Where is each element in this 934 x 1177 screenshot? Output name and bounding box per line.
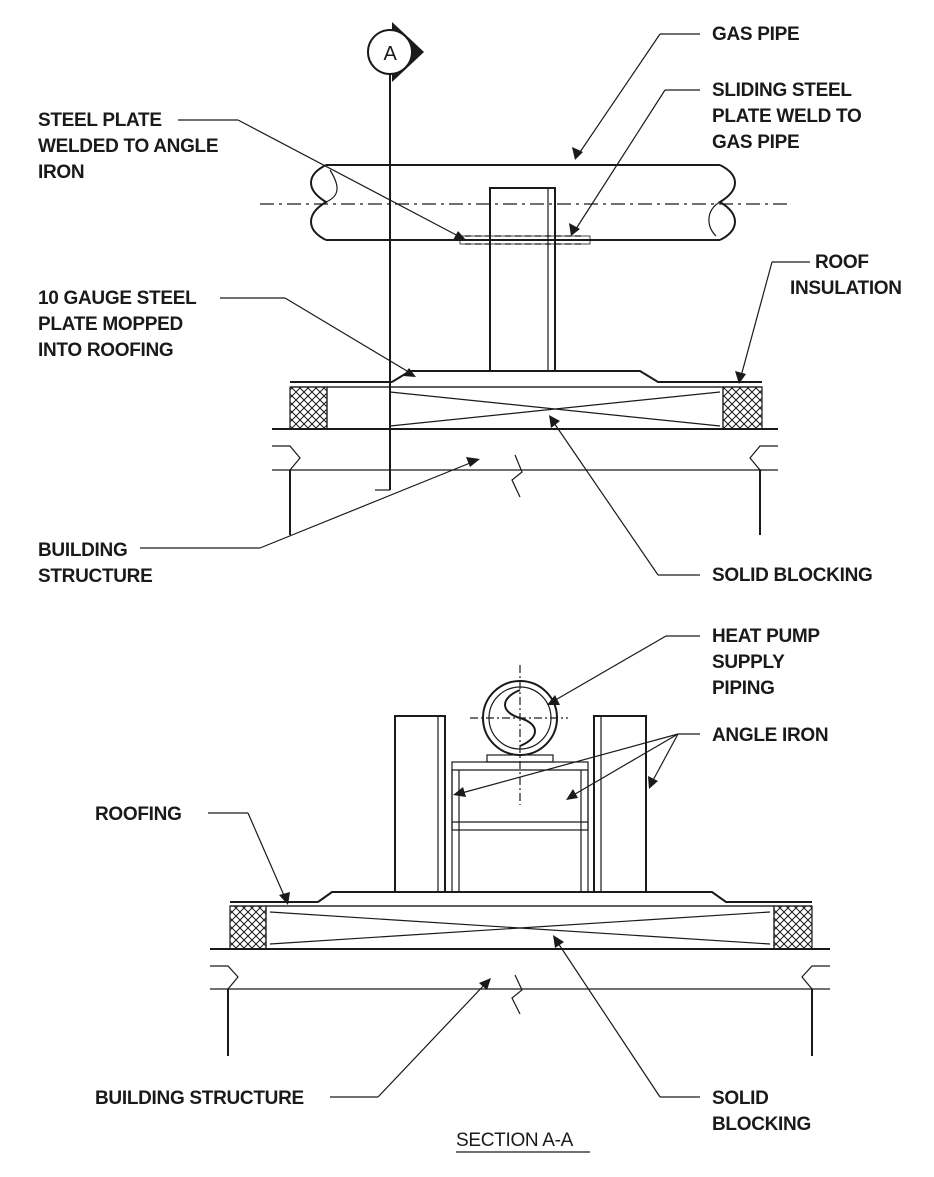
label-gas-pipe: GAS PIPE: [712, 24, 799, 45]
top-leaders: [140, 33, 810, 576]
label-sliding-plate-2: PLATE WELD TO: [712, 106, 862, 127]
label-heat-pump-3: PIPING: [712, 678, 775, 699]
section-marker: A: [367, 22, 424, 490]
label-sliding-plate-1: SLIDING STEEL: [712, 80, 852, 101]
label-gauge-plate-3: INTO ROOFING: [38, 340, 173, 361]
label-heat-pump-2: SUPPLY: [712, 652, 785, 673]
labels: GAS PIPE SLIDING STEEL PLATE WELD TO GAS…: [38, 24, 902, 1153]
label-building-structure-bottom: BUILDING STRUCTURE: [95, 1088, 304, 1109]
label-roof-insulation-2: INSULATION: [790, 278, 902, 299]
label-building-structure-top-2: STRUCTURE: [38, 566, 152, 587]
bottom-detail: [208, 635, 830, 1098]
insulation-left-bottom: [229, 905, 267, 950]
insulation-right: [722, 386, 763, 430]
section-marker-letter: A: [383, 43, 397, 65]
label-solid-blocking-bottom-1: SOLID: [712, 1088, 769, 1109]
label-steel-plate-1: STEEL PLATE: [38, 110, 162, 131]
label-gauge-plate-1: 10 GAUGE STEEL: [38, 288, 197, 309]
label-building-structure-top-1: BUILDING: [38, 540, 127, 561]
label-heat-pump-1: HEAT PUMP: [712, 626, 820, 647]
bottom-roof: [210, 891, 830, 1056]
label-sliding-plate-3: GAS PIPE: [712, 132, 799, 153]
label-roof-insulation-1: ROOF: [815, 252, 869, 273]
section-title: SECTION A-A: [456, 1130, 574, 1151]
insulation-left: [289, 386, 328, 430]
angle-iron-support: [459, 187, 591, 372]
gas-pipe: [260, 164, 790, 241]
heat-pump-pipe: [470, 665, 568, 805]
label-gauge-plate-2: PLATE MOPPED: [38, 314, 183, 335]
solid-blocking-top: [326, 386, 724, 430]
label-solid-blocking-top: SOLID BLOCKING: [712, 565, 872, 586]
top-roof: [272, 370, 778, 535]
label-solid-blocking-bottom-2: BLOCKING: [712, 1114, 811, 1135]
label-steel-plate-2: WELDED TO ANGLE: [38, 136, 218, 157]
label-steel-plate-3: IRON: [38, 162, 84, 183]
bottom-leaders: [208, 635, 700, 1098]
top-detail: A: [140, 22, 810, 576]
label-roofing: ROOFING: [95, 804, 182, 825]
label-angle-iron: ANGLE IRON: [712, 725, 828, 746]
insulation-right-bottom: [773, 905, 813, 950]
